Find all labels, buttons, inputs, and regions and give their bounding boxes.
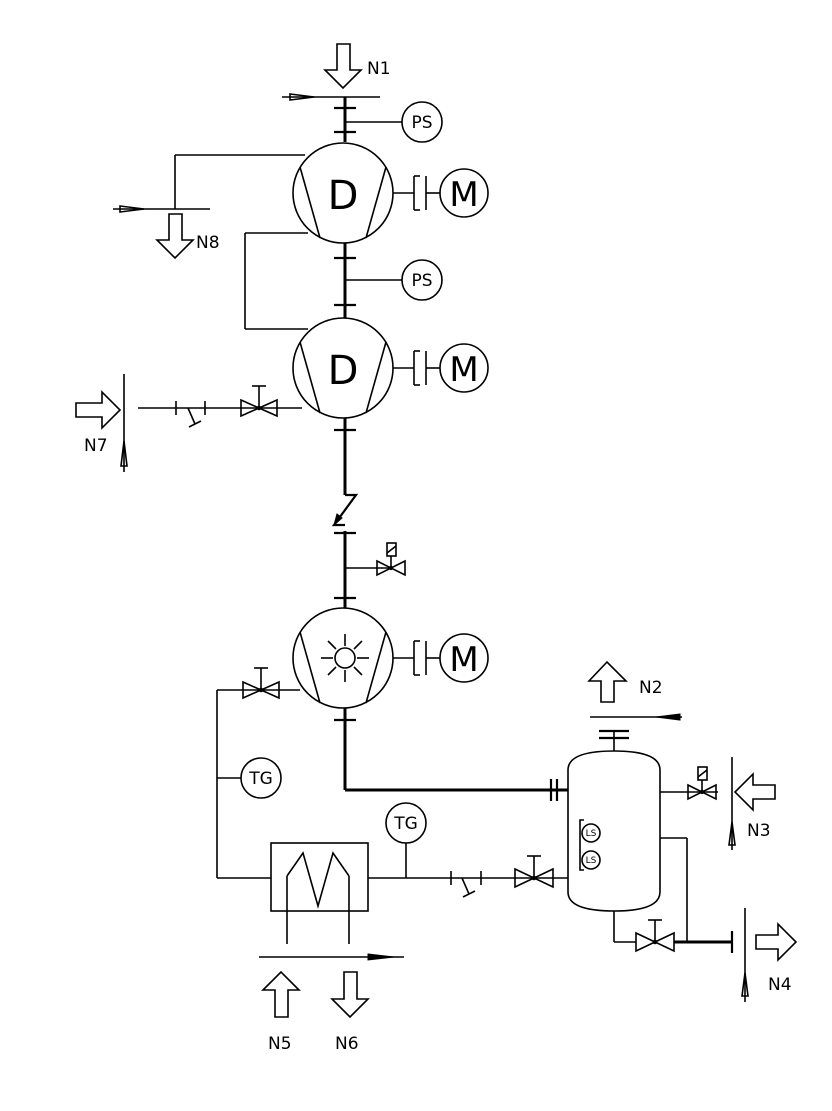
n4-label: N4 [768,975,792,995]
pump-1: D [292,142,394,244]
n2-label: N2 [639,678,663,698]
motor-3-label: M [449,640,478,680]
n7-header-line [120,374,128,472]
n7-inlet-valve [240,385,278,418]
seal-liquid-valve [242,667,280,700]
motor-1-label: M [449,175,478,215]
n5-inlet-arrow [261,970,301,1018]
n7-label: N7 [84,436,108,456]
motor-1-coupling [393,175,440,211]
ps-mid-instrument: PS [401,259,443,301]
n1-inlet-arrow [323,43,363,90]
ps-top-label: PS [411,113,432,133]
n1-label: N1 [367,59,391,79]
n8-header-line [113,205,210,213]
motor-3: M [439,633,489,683]
n1-header-line [282,93,380,101]
n3-label: N3 [747,821,771,841]
motor-1: M [439,168,489,218]
n7-inlet-arrow [75,390,122,430]
ls-lower-instrument: LS [581,850,601,870]
tg-left-instrument: TG [240,757,282,799]
n3-solenoid-valve [687,766,717,801]
n3-header-line [728,757,736,850]
heat-exchanger [270,842,369,944]
vacuum-pump-3 [292,607,394,709]
n4-outlet-arrow [755,922,798,962]
ps-mid-label: PS [411,271,432,291]
n5-label: N5 [268,1034,292,1054]
pump-1-symbol: D [328,173,359,219]
n8-label: N8 [196,233,220,253]
motor-2-coupling [393,350,440,386]
motor-3-coupling [393,640,440,676]
hx-outlet-strainer [450,871,482,898]
pump-2: D [292,317,394,419]
n2-header-line [590,713,682,721]
n7-strainer [175,401,206,428]
bypass-loop-pipe [244,232,308,330]
separator-vessel [567,750,661,912]
n8-outlet-arrow [155,213,195,260]
n6-outlet-arrow [330,971,370,1019]
motor-2-label: M [449,350,478,390]
ls-upper-label: LS [586,829,597,839]
ls-upper-instrument: LS [581,823,601,843]
n2-outlet-arrow [587,660,628,703]
hx-utility-header-line [259,953,404,961]
tg-mid-instrument: TG [385,802,427,844]
solenoid-valve [376,542,406,577]
ls-lower-label: LS [586,856,597,866]
tg-mid-label: TG [393,814,418,834]
n6-label: N6 [335,1034,359,1054]
hx-outlet-valve [514,855,554,889]
pump-2-symbol: D [328,348,359,394]
check-valve [330,493,360,531]
tg-left-label: TG [248,769,273,789]
n3-inlet-arrow [733,772,776,812]
motor-2: M [439,343,489,393]
ps-top-instrument: PS [401,101,443,143]
n4-header-line [741,908,749,1002]
drain-valve [635,919,675,953]
level-switch-bracket [579,819,584,871]
